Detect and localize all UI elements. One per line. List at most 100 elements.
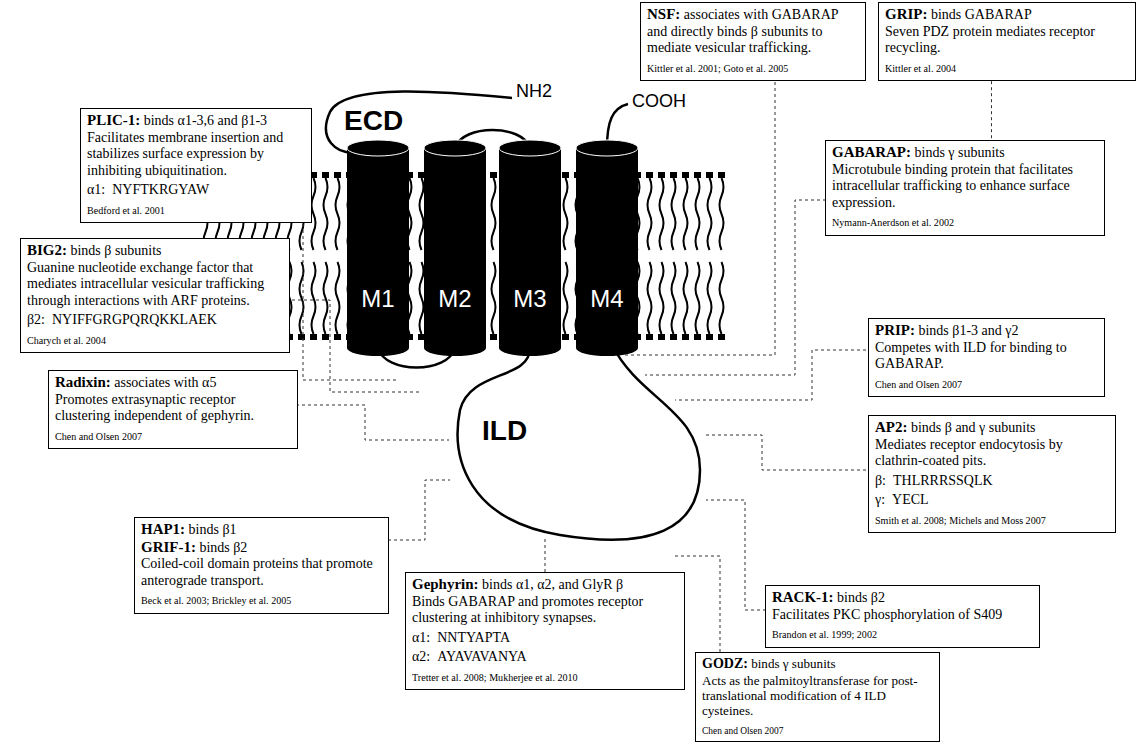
text-line: Competes with ILD for binding to GABARAP… bbox=[875, 340, 1098, 373]
text-line: GODZ:binds γ subunits bbox=[702, 656, 933, 673]
text-line: β2: NYIFFGRGPQRQKKLAEK bbox=[27, 312, 283, 329]
citation: Charych et al. 2004 bbox=[27, 335, 106, 346]
callout-box: GRIP:binds GABARAPSeven PDZ protein medi… bbox=[878, 2, 1136, 81]
citation: Chen and Olsen 2007 bbox=[875, 379, 962, 390]
citation: Bedford et al. 2001 bbox=[87, 205, 165, 216]
callout-box: NSF:associates with GABARAP and directly… bbox=[640, 2, 866, 81]
text-line: γ: YECL bbox=[875, 492, 1109, 509]
text-line: β: THLRRRSSQLK bbox=[875, 473, 1109, 490]
text-line: Nymann-Anerdson et al. 2002 bbox=[832, 214, 1098, 231]
text-line: BIG2:binds β subunits bbox=[27, 242, 283, 260]
text-line: Coiled-coil domain proteins that promote… bbox=[141, 556, 382, 589]
callout-box: GABARAP:binds γ subunitsMicrotubule bind… bbox=[825, 140, 1105, 236]
text-line: Gephyrin:binds α1, α2, and GlyR β bbox=[412, 576, 678, 594]
callout-box: BIG2:binds β subunitsGuanine nucleotide … bbox=[20, 238, 290, 353]
callout-box: AP2: binds β and γ subunitsMediates recep… bbox=[868, 415, 1116, 533]
transmembrane-helices bbox=[347, 140, 638, 356]
description: associates with α5 bbox=[114, 375, 216, 390]
description: Seven PDZ protein mediates receptor recy… bbox=[885, 24, 1098, 56]
text-line: NSF:associates with GABARAP and directly… bbox=[647, 6, 859, 57]
text-line: Smith et al. 2008; Michels and Moss 2007 bbox=[875, 512, 1109, 529]
protein-name: Gephyrin: bbox=[412, 576, 479, 592]
helix-label: M2 bbox=[438, 286, 471, 312]
protein-name: AP2: bbox=[875, 419, 907, 435]
text-line: Acts as the palmitoyltransferase for pos… bbox=[702, 673, 933, 719]
citation: Chen and Olsen 2007 bbox=[702, 726, 783, 736]
protein-name: BIG2: bbox=[27, 242, 67, 258]
callout-box: PLIC-1: binds α1-3,6 and β1-3Facilitates … bbox=[80, 108, 312, 223]
callout-box: Gephyrin:binds α1, α2, and GlyR βBinds G… bbox=[405, 572, 685, 690]
description: Competes with ILD for binding to GABARAP… bbox=[875, 340, 1070, 372]
citation: Kittler et al. 2004 bbox=[885, 63, 956, 74]
protein-name: Radixin: bbox=[55, 374, 111, 390]
text-line: α1: NNTYAPTA bbox=[412, 630, 678, 647]
description: Facilitates PKC phosphorylation of S409 bbox=[772, 607, 1002, 622]
description: binds β2 bbox=[199, 540, 247, 555]
text-line: Facilitates membrane insertion and stabi… bbox=[87, 130, 305, 180]
description: binds β and γ subunits bbox=[911, 420, 1036, 435]
protein-name: HAP1: bbox=[141, 521, 185, 537]
text-line: AP2: binds β and γ subunits bbox=[875, 419, 1109, 437]
description: binds GABARAP bbox=[931, 7, 1032, 22]
description: Mediates receptor endocytosis by clathri… bbox=[875, 437, 1066, 469]
text-line: Microtubule binding protein that facilit… bbox=[832, 162, 1098, 212]
sequence-motif: α1: NNTYAPTA bbox=[412, 630, 510, 645]
terminus-label: COOH bbox=[632, 92, 686, 112]
sequence-motif: α1: NYFTKRGYAW bbox=[87, 182, 209, 197]
text-line: Radixin:associates with α5 bbox=[55, 374, 291, 392]
description: Guanine nucleotide exchange factor that … bbox=[27, 260, 268, 308]
text-line: PLIC-1: binds α1-3,6 and β1-3 bbox=[87, 112, 305, 130]
text-line: Mediates receptor endocytosis by clathri… bbox=[875, 437, 1109, 470]
text-line: Chen and Olsen 2007 bbox=[55, 428, 291, 445]
description: Microtubule binding protein that facilit… bbox=[832, 162, 1077, 210]
description: binds γ subunits bbox=[751, 656, 835, 671]
text-line: α2: AYAVAVANYA bbox=[412, 649, 678, 666]
protein-name: PLIC-1: bbox=[87, 112, 140, 128]
description: Acts as the palmitoyltransferase for pos… bbox=[702, 673, 918, 719]
description: binds α1-3,6 and β1-3 bbox=[144, 113, 267, 128]
text-line: Guanine nucleotide exchange factor that … bbox=[27, 260, 283, 310]
text-line: RACK-1:binds β2 bbox=[772, 589, 1033, 607]
citation: Nymann-Anerdson et al. 2002 bbox=[832, 217, 954, 228]
receptor-chain bbox=[326, 91, 700, 539]
text-line: Charych et al. 2004 bbox=[27, 332, 283, 349]
description: binds β2 bbox=[837, 590, 885, 605]
citation: Kittler et al. 2001; Goto et al. 2005 bbox=[647, 63, 788, 74]
helix-label: M4 bbox=[590, 286, 623, 312]
description: binds β1 bbox=[189, 522, 237, 537]
description: Promotes extrasynaptic receptor clusteri… bbox=[55, 392, 254, 424]
helix-label: M3 bbox=[513, 286, 546, 312]
description: Coiled-coil domain proteins that promote… bbox=[141, 556, 376, 588]
description: Facilitates membrane insertion and stabi… bbox=[87, 130, 287, 178]
sequence-motif: γ: YECL bbox=[875, 492, 929, 507]
text-line: Bedford et al. 2001 bbox=[87, 202, 305, 219]
text-line: Chen and Olsen 2007 bbox=[875, 376, 1098, 393]
sequence-motif: β2: NYIFFGRGPQRQKKLAEK bbox=[27, 312, 217, 327]
text-line: Binds GABARAP and promotes receptor clus… bbox=[412, 594, 678, 627]
terminus-label: NH2 bbox=[516, 82, 552, 102]
domain-label: ILD bbox=[482, 416, 527, 447]
description: Binds GABARAP and promotes receptor clus… bbox=[412, 594, 647, 626]
citation: Chen and Olsen 2007 bbox=[55, 431, 142, 442]
text-line: GRIF-1:binds β2 bbox=[141, 539, 382, 557]
text-line: Facilitates PKC phosphorylation of S409 bbox=[772, 607, 1033, 624]
description: binds α1, α2, and GlyR β bbox=[482, 577, 623, 592]
text-line: Seven PDZ protein mediates receptor recy… bbox=[885, 24, 1129, 57]
text-line: Promotes extrasynaptic receptor clusteri… bbox=[55, 392, 291, 425]
citation: Brandon et al. 1999; 2002 bbox=[772, 629, 877, 640]
description: binds β subunits bbox=[70, 243, 161, 258]
callout-box: RACK-1:binds β2Facilitates PKC phosphory… bbox=[765, 585, 1040, 648]
domain-label: ECD bbox=[344, 106, 403, 137]
sequence-motif: α2: AYAVAVANYA bbox=[412, 649, 527, 664]
text-line: α1: NYFTKRGYAW bbox=[87, 182, 305, 199]
text-line: HAP1: binds β1 bbox=[141, 521, 382, 539]
text-line: PRIP:binds β1-3 and γ2 bbox=[875, 322, 1098, 340]
callout-box: Radixin:associates with α5Promotes extra… bbox=[48, 370, 298, 449]
text-line: Kittler et al. 2004 bbox=[885, 60, 1129, 77]
citation: Tretter et al. 2008; Mukherjee et al. 20… bbox=[412, 672, 578, 683]
text-line: Kittler et al. 2001; Goto et al. 2005 bbox=[647, 60, 859, 77]
callout-box: GODZ:binds γ subunitsActs as the palmito… bbox=[695, 652, 940, 742]
text-line: Tretter et al. 2008; Mukherjee et al. 20… bbox=[412, 669, 678, 686]
protein-name: GRIF-1: bbox=[141, 539, 196, 555]
text-line: Chen and Olsen 2007 bbox=[702, 722, 933, 737]
